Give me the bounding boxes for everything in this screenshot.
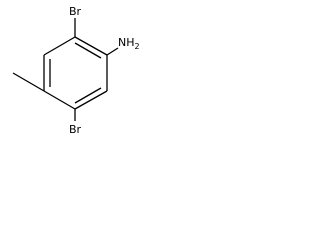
atom-br-bottom: Br	[69, 123, 82, 136]
atom-nh2-main: NH	[118, 36, 135, 49]
bond-c1-nh2	[106, 47, 119, 56]
double-bond-c5-c6	[74, 87, 102, 104]
bond-c4-c5	[43, 90, 76, 110]
bond-c5-c6	[74, 90, 108, 110]
atom-br-top: Br	[69, 5, 82, 18]
molecule-structure: Br NH2 Br	[12, 5, 140, 136]
bond-c1-c2	[74, 36, 108, 56]
atom-nh2-subscript: 2	[135, 42, 140, 51]
bond-c2-c3	[43, 36, 76, 56]
benzene-ring	[43, 36, 108, 110]
bond-c4-methyl	[12, 72, 45, 92]
atom-nh2: NH2	[118, 36, 140, 51]
double-bond-c1-c2	[74, 42, 102, 59]
